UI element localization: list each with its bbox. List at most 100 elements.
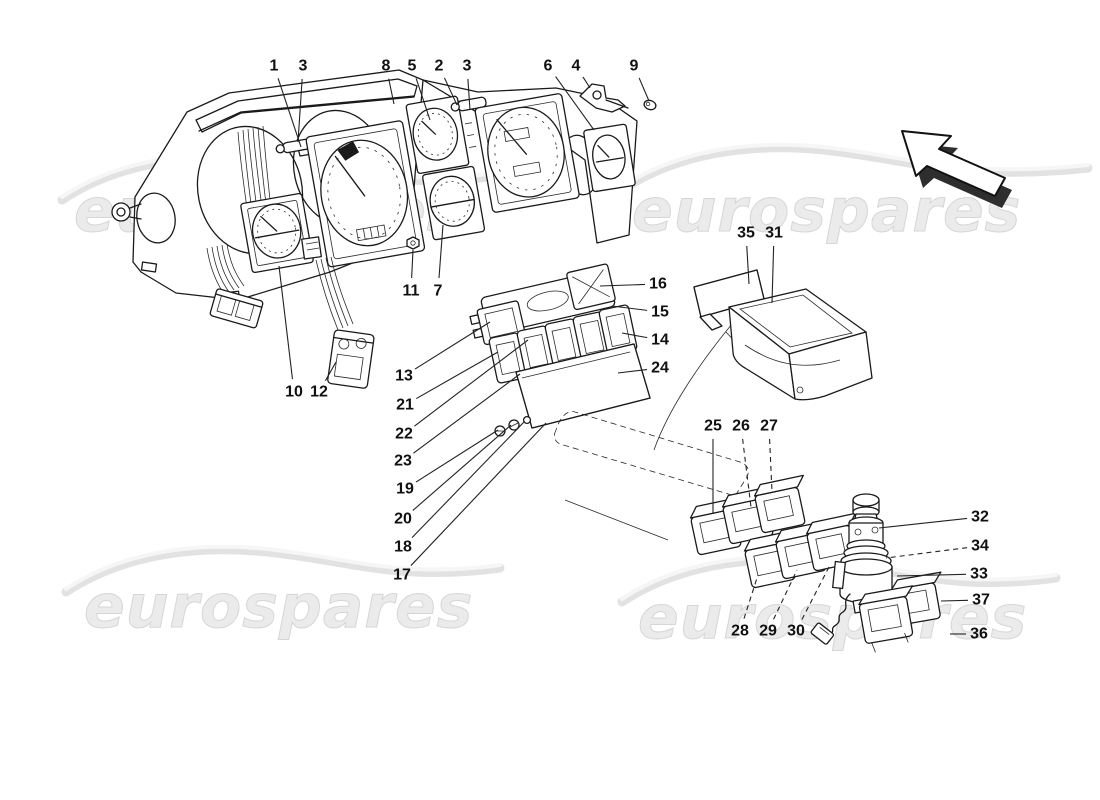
svg-text:29: 29 xyxy=(759,623,777,640)
switch-pair xyxy=(858,571,942,653)
callout-20: 20 xyxy=(394,424,512,528)
callout-18: 18 xyxy=(394,421,525,556)
callout-14: 14 xyxy=(621,332,669,349)
svg-text:4: 4 xyxy=(572,58,581,75)
svg-text:15: 15 xyxy=(651,304,669,321)
callout-3: 3 xyxy=(297,58,308,143)
watermark-text-top-right: eurospares xyxy=(632,176,1021,246)
svg-text:2: 2 xyxy=(435,58,444,75)
hex-nut xyxy=(406,236,420,250)
svg-text:30: 30 xyxy=(787,623,805,640)
tachometer-gauge xyxy=(305,120,426,268)
svg-text:8: 8 xyxy=(382,58,391,75)
svg-text:6: 6 xyxy=(544,58,553,75)
svg-text:13: 13 xyxy=(395,368,413,385)
end-gauge xyxy=(583,123,636,193)
stacked-gauges xyxy=(405,95,486,241)
callout-37: 37 xyxy=(940,592,990,609)
callout-30: 30 xyxy=(787,564,831,640)
watermark-text-bottom-left: eurospares xyxy=(84,572,473,642)
callout-5: 5 xyxy=(408,58,431,121)
wire-terminal xyxy=(810,622,835,645)
svg-text:3: 3 xyxy=(299,58,308,75)
svg-text:35: 35 xyxy=(737,225,755,242)
tachometer-connector xyxy=(301,236,322,260)
connector-center xyxy=(327,329,375,389)
harness-left xyxy=(206,243,264,329)
side-knob xyxy=(111,202,142,222)
svg-text:9: 9 xyxy=(630,58,639,75)
svg-text:33: 33 xyxy=(970,566,988,583)
svg-text:16: 16 xyxy=(649,276,667,293)
callout-16: 16 xyxy=(599,276,667,293)
pin-fastener xyxy=(643,99,657,111)
latch-lever xyxy=(579,83,629,113)
small-gauge-left xyxy=(240,192,314,274)
svg-text:17: 17 xyxy=(393,567,411,584)
svg-text:23: 23 xyxy=(394,453,412,470)
callout-36: 36 xyxy=(950,626,988,643)
callout-29: 29 xyxy=(759,569,798,640)
svg-text:3: 3 xyxy=(463,58,472,75)
callout-6: 6 xyxy=(544,58,595,131)
rocker-switch-row xyxy=(488,304,638,384)
callout-13: 13 xyxy=(395,321,491,385)
storage-tray xyxy=(728,288,873,401)
callout-33: 33 xyxy=(896,566,988,583)
callout-26: 26 xyxy=(732,418,752,508)
svg-text:14: 14 xyxy=(651,332,669,349)
callout-2: 2 xyxy=(435,58,458,106)
callout-22: 22 xyxy=(395,339,529,443)
callout-25: 25 xyxy=(704,418,722,514)
callout-3: 3 xyxy=(463,58,472,111)
watermark-swoosh-bottom-left xyxy=(61,544,505,597)
svg-text:36: 36 xyxy=(970,626,988,643)
callout-4: 4 xyxy=(572,58,591,89)
callout-19: 19 xyxy=(396,429,499,498)
watermark-text-bottom-right: eurospares xyxy=(638,583,1027,653)
svg-text:27: 27 xyxy=(760,418,778,435)
callout-24: 24 xyxy=(617,360,669,377)
svg-text:10: 10 xyxy=(285,384,303,401)
callout-15: 15 xyxy=(611,304,669,321)
callout-23: 23 xyxy=(394,373,521,470)
callout-27: 27 xyxy=(760,418,778,493)
svg-text:28: 28 xyxy=(731,623,749,640)
connector-left xyxy=(209,288,264,329)
callout-9: 9 xyxy=(630,58,650,102)
screws xyxy=(494,415,532,437)
direction-arrow-icon xyxy=(901,130,1012,208)
svg-text:24: 24 xyxy=(651,360,669,377)
callout-31: 31 xyxy=(765,225,783,304)
svg-text:21: 21 xyxy=(396,397,414,414)
svg-text:7: 7 xyxy=(434,283,443,300)
switch-bracket-right xyxy=(566,263,616,311)
svg-text:37: 37 xyxy=(972,592,990,609)
callout-21: 21 xyxy=(396,351,499,414)
svg-text:5: 5 xyxy=(408,58,417,75)
callout-28: 28 xyxy=(731,577,758,640)
speedometer-gauge xyxy=(474,93,580,213)
svg-text:31: 31 xyxy=(765,225,783,242)
svg-text:19: 19 xyxy=(396,481,414,498)
callout-35: 35 xyxy=(737,225,755,285)
svg-text:1: 1 xyxy=(270,58,279,75)
callout-12: 12 xyxy=(310,361,337,401)
svg-text:11: 11 xyxy=(403,283,420,300)
svg-text:22: 22 xyxy=(395,426,413,443)
harness-center xyxy=(315,256,375,389)
callout-1: 1 xyxy=(270,58,302,148)
callout-10: 10 xyxy=(278,265,303,401)
svg-text:18: 18 xyxy=(394,539,412,556)
svg-text:34: 34 xyxy=(971,538,989,555)
callout-7: 7 xyxy=(434,224,444,300)
callout-8: 8 xyxy=(382,58,395,105)
callout-34: 34 xyxy=(885,538,989,559)
svg-text:32: 32 xyxy=(971,509,989,526)
svg-text:20: 20 xyxy=(394,511,412,528)
svg-text:25: 25 xyxy=(704,418,722,435)
callout-32: 32 xyxy=(878,509,989,529)
